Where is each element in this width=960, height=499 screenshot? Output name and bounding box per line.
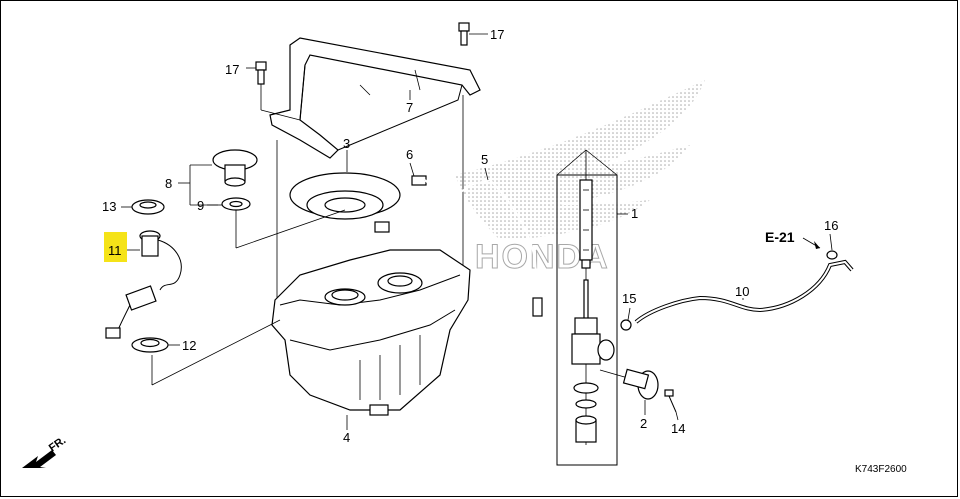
callout-12: 12 [182,338,196,353]
callout-9: 9 [197,198,204,213]
callout-4: 4 [343,430,350,445]
callout-15: 15 [622,291,636,306]
part-8-fuel-cap [212,149,258,187]
callout-3: 3 [343,136,350,151]
callout-16: 16 [824,218,838,233]
callout-11: 11 [108,243,122,258]
part-11-fuel-unit [105,230,182,339]
callout-10: 10 [735,284,749,299]
callout-11-highlight [104,232,127,262]
part-13-ring [131,199,165,215]
callout-8: 8 [165,176,172,191]
reference-label: E-21 [765,229,795,245]
callout-14: 14 [671,421,685,436]
callout-5: 5 [481,152,488,167]
part-12-grommet [131,337,169,353]
callout-13: 13 [102,199,116,214]
leader-lines [121,33,833,430]
callout-2: 2 [640,416,647,431]
part-6-clip [411,175,427,186]
callout-17-top: 17 [490,27,504,42]
callout-labels: 17 17 7 3 6 5 1 8 9 13 11 12 4 10 15 2 1… [102,27,907,475]
bolt-17-left [255,61,267,85]
callout-17-left: 17 [225,62,239,77]
part-15-clip [620,319,632,331]
figure-code: K743F2600 [855,464,907,475]
callout-1: 1 [631,206,638,221]
part-16-clip [826,250,838,260]
callout-6: 6 [406,147,413,162]
part-7-bracket [269,37,481,159]
part-3-tray [289,172,401,233]
direction-label: FR. [47,434,68,454]
part-1-valve-group [556,149,618,466]
bolt-17-top [458,22,470,46]
part-14-screw [664,389,677,413]
callout-7: 7 [406,100,413,115]
front-direction-arrow: FR. [22,434,68,468]
part-2-knob [599,368,659,400]
part-4-fuel-tank [271,249,471,416]
